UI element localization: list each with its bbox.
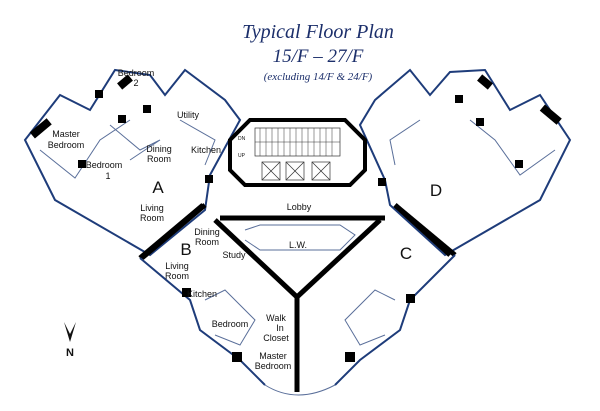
room-a-bedroom2: Bedroom xyxy=(118,68,155,78)
room-a-bedroom1-num: 1 xyxy=(105,171,110,181)
plan-title: Typical Floor Plan xyxy=(242,21,394,43)
stair-dn-label: DN xyxy=(238,136,246,142)
unit-b-c-outline xyxy=(138,203,457,396)
room-b-living: Living xyxy=(165,261,189,271)
room-master-bedroom-2: Bedroom xyxy=(255,361,292,371)
stairs xyxy=(254,127,341,157)
stair-up-label: UP xyxy=(238,153,246,159)
room-a-bedroom2-num: 2 xyxy=(133,78,138,88)
room-b-dining: Dining xyxy=(194,227,220,237)
elevators xyxy=(261,161,331,181)
room-a-master: Master xyxy=(52,129,80,139)
room-a-dining-2: Room xyxy=(147,154,171,164)
room-walk-in-closet: Walk xyxy=(266,313,286,323)
floor-range: 15/F – 27/F xyxy=(273,46,364,67)
core: DN UP xyxy=(220,118,385,221)
room-walk-in-closet-2: In xyxy=(276,323,284,333)
north-label: N xyxy=(66,347,74,359)
room-master-bedroom: Master xyxy=(259,351,287,361)
unit-b-label: B xyxy=(180,240,191,259)
north-arrow-icon xyxy=(64,322,76,342)
lobby-label: Lobby xyxy=(287,202,312,212)
room-a-bedroom1: Bedroom xyxy=(86,160,123,170)
room-a-master-2: Bedroom xyxy=(48,140,85,150)
room-a-utility: Utility xyxy=(177,110,199,120)
room-b-bedroom: Bedroom xyxy=(212,319,249,329)
room-b-living-2: Room xyxy=(165,271,189,281)
unit-d-label: D xyxy=(430,181,442,200)
room-a-living: Living xyxy=(140,203,164,213)
room-a-dining: Dining xyxy=(146,144,172,154)
unit-d-outline xyxy=(358,68,572,257)
floor-exclusion: (excluding 14/F & 24/F) xyxy=(264,71,373,83)
room-a-kitchen: Kitchen xyxy=(191,145,221,155)
unit-a-label: A xyxy=(152,178,164,197)
room-a-living-2: Room xyxy=(140,213,164,223)
unit-c-label: C xyxy=(400,244,412,263)
room-b-kitchen: Kitchen xyxy=(187,289,217,299)
room-b-dining-2: Room xyxy=(195,237,219,247)
room-walk-in-closet-3: Closet xyxy=(263,333,289,343)
lw-label: L.W. xyxy=(289,240,307,250)
room-b-study: Study xyxy=(222,250,246,260)
